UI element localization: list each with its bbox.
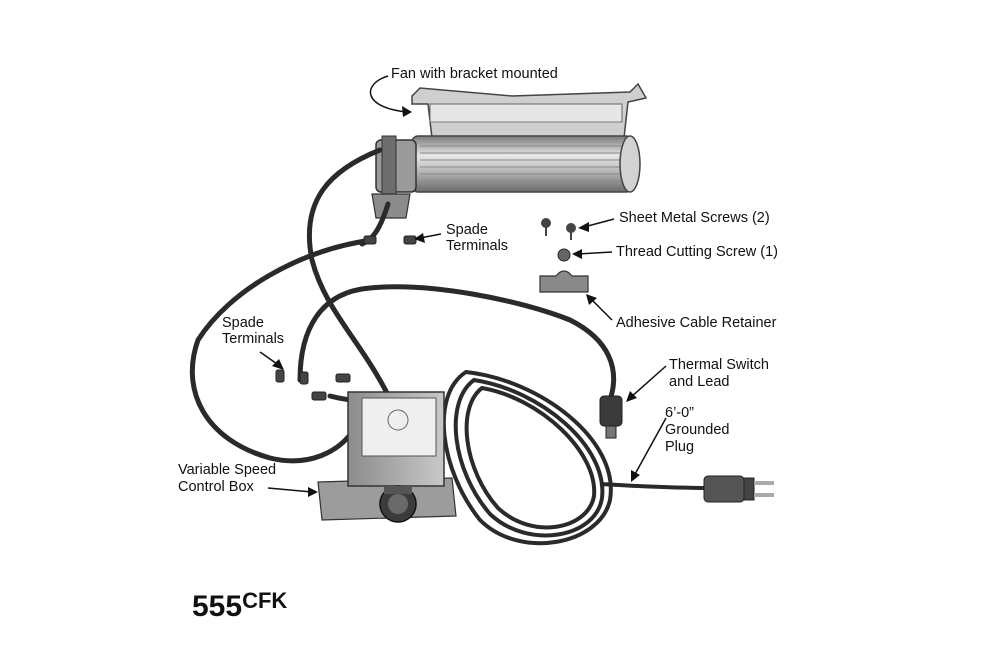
cable-retainer-label: Adhesive Cable Retainer [616, 315, 777, 331]
grounded-plug [703, 475, 774, 503]
spade-terminals-top-label-line2: Terminals [446, 238, 509, 254]
model-number: 555CFK [192, 588, 288, 624]
thermal-switch-label-line1: Thermal Switch [669, 357, 769, 373]
grounded-plug-label-line1: 6’-0” [665, 405, 695, 421]
sheet-metal-screws-label: Sheet Metal Screws (2) [619, 210, 770, 226]
spade-terminals-left-label-line1: Spade [222, 315, 264, 331]
spade-terminals-top-label-line1: Spade [446, 222, 488, 238]
fan-label: Fan with bracket mounted [391, 66, 558, 82]
arrowheads [272, 106, 640, 497]
grounded-plug-label-line2: Grounded [665, 422, 730, 438]
model-number-digits: 555 [192, 590, 243, 623]
thermal-switch [599, 395, 623, 439]
control-box [317, 391, 457, 523]
model-number-suffix: CFK [242, 588, 288, 613]
control-box-label-line2: Control Box [178, 479, 254, 495]
spade-terminals-left-label-line2: Terminals [222, 331, 285, 347]
grounded-plug-label-line3: Plug [665, 439, 695, 455]
thread-cutting-screw [557, 248, 571, 262]
control-box-label-line1: Variable Speed [178, 462, 277, 478]
power-cord [441, 369, 711, 546]
adhesive-cable-retainer [539, 270, 589, 293]
fan-assembly [371, 82, 648, 219]
thread-cutting-screw-label: Thread Cutting Screw (1) [616, 244, 778, 260]
spade-terminals [275, 235, 417, 401]
sheet-metal-screws [541, 218, 576, 240]
thermal-switch-label-line2: and Lead [669, 374, 730, 390]
